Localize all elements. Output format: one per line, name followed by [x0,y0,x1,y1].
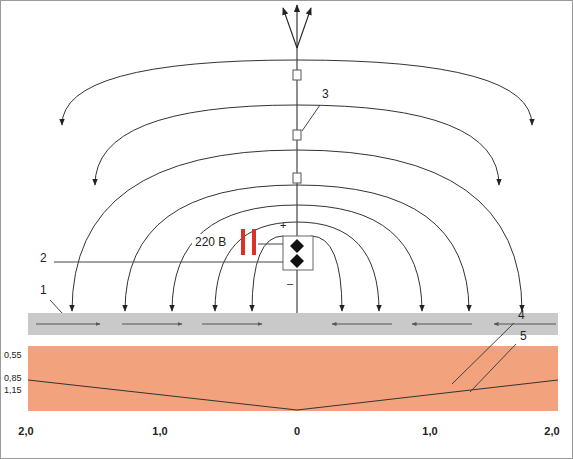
leader-line [470,344,516,392]
current-arrow [332,324,392,325]
field-line [297,150,522,311]
axis-value: 2,0 [18,425,33,437]
current-arrows [36,324,556,325]
callout-number: 3 [322,88,329,101]
radiation-arrow [283,8,297,48]
voltage-label: 220 В [192,234,229,251]
callout-number: 1 [40,284,47,297]
axis-value: 1,0 [152,425,167,437]
callout-number: 4 [518,309,525,322]
depth-curve [28,380,558,410]
radiation-arrow [297,8,311,48]
current-arrow [412,324,472,325]
field-line [297,185,469,311]
field-line [72,150,297,311]
axis-value: 0 [294,425,300,437]
leader-line [50,300,62,313]
ground-wire [296,270,297,313]
depth-value: 0,85 [4,374,22,384]
diode-symbol [290,254,304,268]
callout-number: 5 [520,330,527,343]
polarity-sign: – [287,277,293,289]
axis-value: 1,0 [422,425,437,437]
insulator [293,70,301,80]
current-arrow [122,324,182,325]
current-arrow [36,324,100,325]
depth-value: 1,15 [4,386,22,396]
radiation-arrow [296,5,297,48]
leader-line [54,262,283,263]
field-line [125,185,297,311]
capacitor-plate [241,229,245,255]
callout-number: 2 [40,252,47,265]
field-line [95,105,297,185]
supply-wire [258,244,283,245]
depth-value: 0,55 [4,351,22,361]
insulator [293,130,301,140]
leader-line [302,105,320,131]
field-line [311,236,342,311]
diode-symbol [290,239,304,253]
rectifier-box [283,236,313,270]
current-arrow [494,324,556,325]
field-line [297,205,422,311]
polarity-sign: + [280,219,286,231]
field-line [172,205,297,311]
axis-value: 2,0 [544,425,559,437]
current-arrow [202,324,262,325]
field-line [252,236,283,311]
capacitor-plate [252,229,256,255]
leader-line [452,323,514,384]
ground-band [28,313,558,335]
soil-profile [28,346,558,411]
field-line [297,105,499,185]
insulator [293,173,301,183]
